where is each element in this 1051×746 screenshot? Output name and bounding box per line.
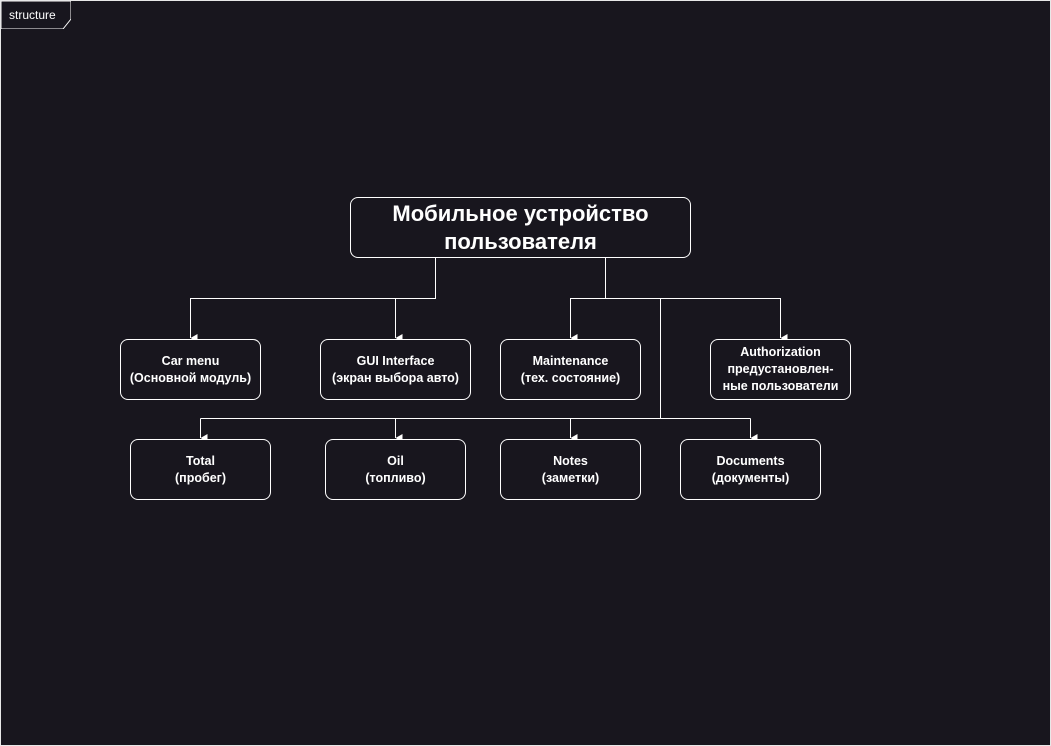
node-car-menu[interactable]: Car menu (Основной модуль) — [120, 339, 261, 400]
frame-label: structure — [9, 8, 56, 22]
node-oil-title: Oil — [387, 453, 404, 468]
node-gui-interface-subtitle: (экран выбора авто) — [332, 370, 459, 385]
node-gui-interface[interactable]: GUI Interface (экран выбора авто) — [320, 339, 471, 400]
connector-root-to-authorization — [605, 298, 788, 342]
node-oil-subtitle: (топливо) — [365, 470, 426, 485]
node-oil[interactable]: Oil (топливо) — [325, 439, 466, 500]
node-notes[interactable]: Notes (заметки) — [500, 439, 641, 500]
node-car-menu-subtitle: (Основной модуль) — [129, 370, 252, 385]
node-root-line2: пользователя — [444, 228, 597, 254]
node-maintenance-subtitle: (тех. состояние) — [520, 370, 621, 385]
node-total[interactable]: Total (пробег) — [130, 439, 271, 500]
node-maintenance-title: Maintenance — [532, 353, 609, 368]
node-root-mobile-device[interactable]: Мобильное устройство пользователя — [350, 197, 691, 258]
node-notes-subtitle: (заметки) — [541, 470, 600, 485]
node-maintenance[interactable]: Maintenance (тех. состояние) — [500, 339, 641, 400]
node-authorization-title: Authorization — [740, 345, 821, 359]
node-authorization-line2: предустановлен- — [727, 362, 834, 376]
node-authorization[interactable]: Authorization предустановлен- ные пользо… — [710, 339, 851, 400]
node-authorization-line3: ные пользователи — [722, 379, 839, 393]
node-notes-title: Notes — [553, 453, 588, 468]
connector-root-to-car-menu — [190, 258, 436, 342]
node-root-line1: Мобильное устройство — [392, 200, 649, 226]
node-documents-subtitle: (документы) — [711, 470, 790, 485]
node-documents-title: Documents — [716, 453, 785, 468]
node-total-title: Total — [186, 453, 215, 468]
connector-root-to-maintenance — [570, 258, 606, 342]
node-documents[interactable]: Documents (документы) — [680, 439, 821, 500]
node-car-menu-title: Car menu — [161, 353, 220, 368]
node-total-subtitle: (пробег) — [174, 470, 227, 485]
node-gui-interface-title: GUI Interface — [356, 353, 435, 368]
frame-tag: structure — [1, 1, 71, 29]
